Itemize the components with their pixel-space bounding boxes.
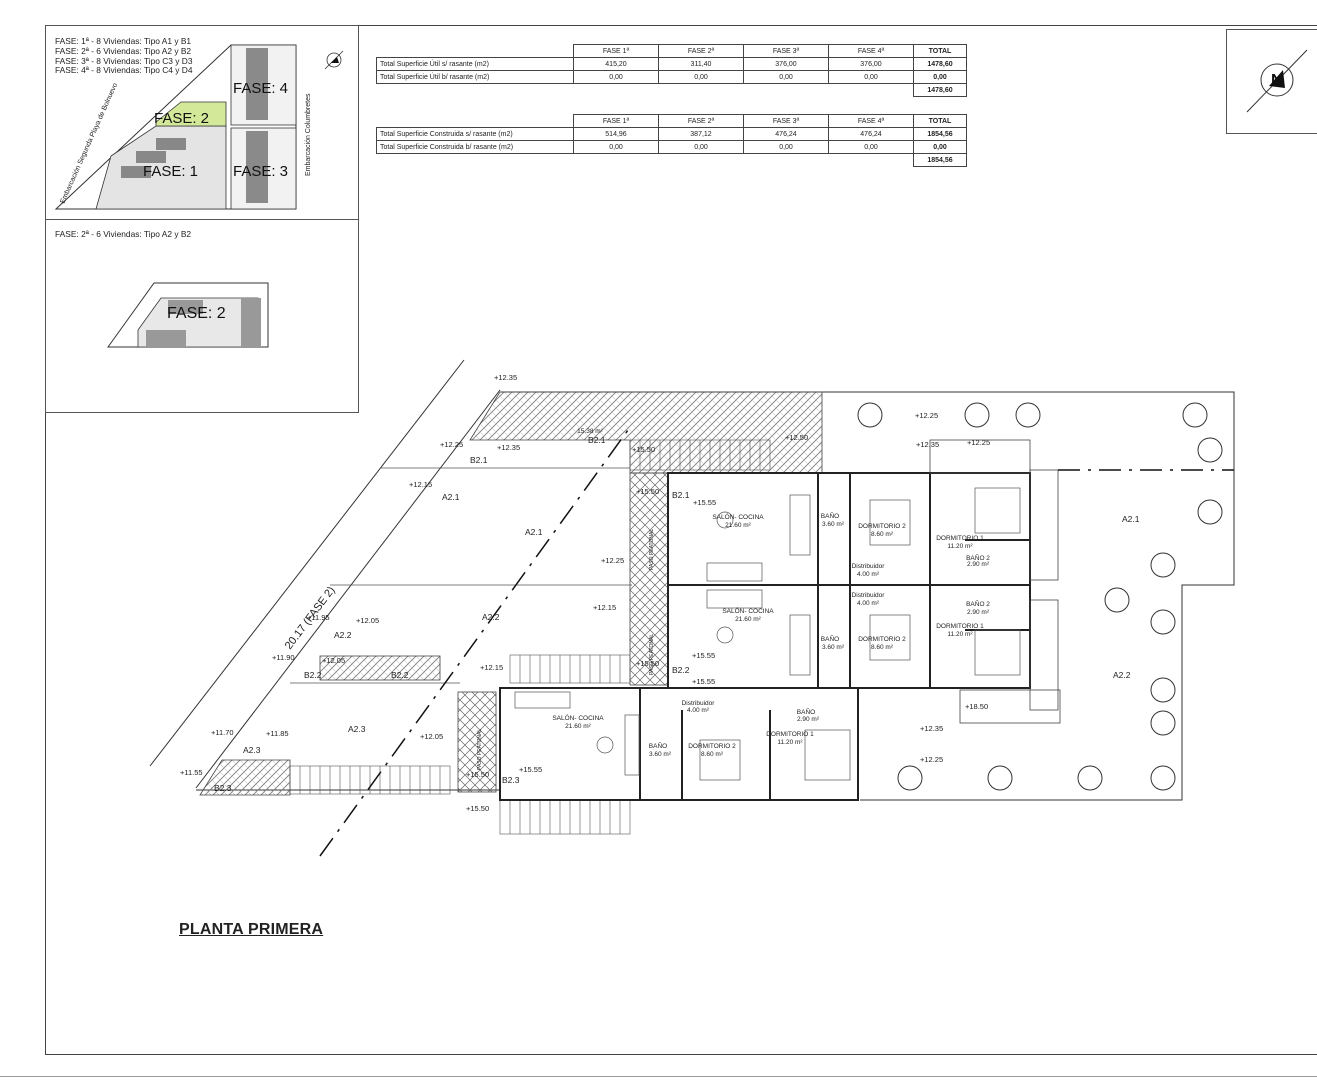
phase-2-block: [155, 101, 227, 127]
cell: 0,00: [658, 140, 744, 154]
col-header: FASE 1ª: [573, 44, 659, 58]
phase-4-label: FASE: 4: [233, 80, 288, 97]
cell: 0,00: [913, 140, 967, 154]
street-right-label: Embarcación Columbretes: [305, 93, 312, 176]
row-label: Total Superficie Construida b/ rasante (…: [376, 140, 574, 154]
key-plan: FASE: 4 FASE: 3 FASE: 2 FASE: 1 Embarcac…: [54, 44, 344, 210]
cell: 0,00: [743, 70, 829, 84]
col-header: FASE 3ª: [743, 114, 829, 128]
phase-3-label: FASE: 3: [233, 163, 288, 180]
phase-2-title: FASE: 2ª - 6 Viviendas: Tipo A2 y B2: [55, 229, 192, 239]
plan-title: PLANTA PRIMERA: [179, 921, 324, 938]
cell: 376,00: [828, 57, 914, 71]
cell: 514,96: [573, 127, 659, 141]
north-arrow-icon: N: [1246, 49, 1308, 113]
north-arrow-small-icon: [324, 50, 344, 70]
row-label: Total Superficie Útil s/ rasante (m2): [376, 57, 574, 71]
col-header: FASE 3ª: [743, 44, 829, 58]
cell: 376,00: [743, 57, 829, 71]
cell: 0,00: [573, 70, 659, 84]
cell: 311,40: [658, 57, 744, 71]
cell: 0,00: [828, 140, 914, 154]
cell: 476,24: [828, 127, 914, 141]
key-plan-panel: FASE: 1ª - 8 Viviendas: Tipo A1 y B1 FAS…: [45, 25, 359, 221]
col-header: FASE 1ª: [573, 114, 659, 128]
cell: 387,12: [658, 127, 744, 141]
cell: 1854,56: [913, 127, 967, 141]
phase-2-big-label: FASE: 2: [167, 305, 226, 322]
legend-line: FASE: 3ª - 8 Viviendas: Tipo C3 y D3: [55, 55, 193, 66]
col-header: FASE 4ª: [828, 114, 914, 128]
cell: 0,00: [743, 140, 829, 154]
phase-2-plan: FASE: 2: [107, 282, 269, 348]
legend-text: FASE: 1ª - 8 Viviendas: Tipo A1 y B1 FAS…: [55, 36, 193, 76]
cell: 0,00: [658, 70, 744, 84]
cell: 0,00: [828, 70, 914, 84]
table-row: Total Superficie Construida s/ rasante (…: [376, 127, 967, 141]
grand-total: 1854,56: [913, 153, 967, 167]
phase-1-block: [95, 125, 227, 210]
col-header: FASE 2ª: [658, 114, 744, 128]
legend-line: FASE: 2ª - 6 Viviendas: Tipo A2 y B2: [55, 45, 192, 56]
col-header: TOTAL: [913, 44, 967, 58]
sheet-border: [45, 25, 1317, 1055]
table-row: Total Superficie Construida b/ rasante (…: [376, 140, 967, 154]
grand-total: 1478,60: [913, 83, 967, 97]
north-arrow-panel: N: [1226, 29, 1317, 134]
phase-1-label: FASE: 1: [143, 163, 198, 180]
cell: 476,24: [743, 127, 829, 141]
legend-line: FASE: 4ª - 8 Viviendas: Tipo C4 y D4: [55, 65, 193, 76]
row-label: Total Superficie Útil b/ rasante (m2): [376, 70, 574, 84]
col-header: TOTAL: [913, 114, 967, 128]
phase-2-label: FASE: 2: [154, 110, 209, 127]
bottom-rule: [0, 1076, 1317, 1077]
col-header: FASE 2ª: [658, 44, 744, 58]
table-row: Total Superficie Útil s/ rasante (m2) 41…: [376, 57, 967, 71]
table-row: Total Superficie Útil b/ rasante (m2) 0,…: [376, 70, 967, 84]
svg-text:N: N: [1271, 72, 1283, 89]
cell: 0,00: [573, 140, 659, 154]
table-superficie-util: FASE 1ª FASE 2ª FASE 3ª FASE 4ª TOTAL To…: [376, 44, 967, 97]
cell: 1478,60: [913, 57, 967, 71]
col-header: FASE 4ª: [828, 44, 914, 58]
phase-2-panel: FASE: 2ª - 6 Viviendas: Tipo A2 y B2 FAS…: [45, 219, 359, 413]
cell: 415,20: [573, 57, 659, 71]
row-label: Total Superficie Construida s/ rasante (…: [376, 127, 574, 141]
legend-line: FASE: 1ª - 8 Viviendas: Tipo A1 y B1: [55, 36, 192, 46]
cell: 0,00: [913, 70, 967, 84]
table-superficie-construida: FASE 1ª FASE 2ª FASE 3ª FASE 4ª TOTAL To…: [376, 114, 967, 167]
